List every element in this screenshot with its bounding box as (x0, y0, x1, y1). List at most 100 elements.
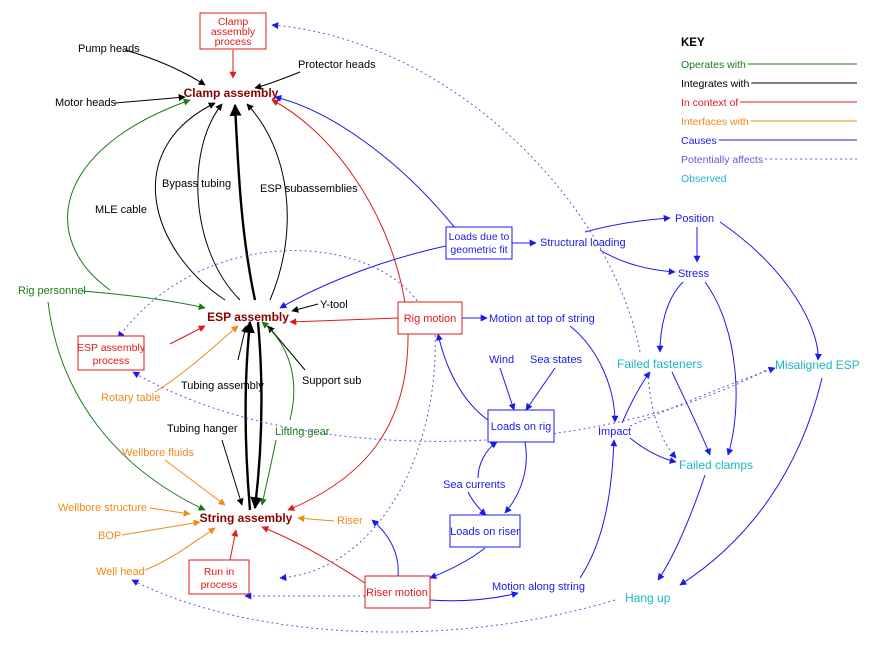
node-pump-heads: Pump heads (78, 43, 140, 55)
edge-hangup-wellhead (131, 579, 616, 633)
edge-ytool (291, 303, 319, 313)
edge-impact-clamps (629, 437, 677, 464)
node-motion-top: Motion at top of string (489, 313, 595, 325)
node-support-sub: Support sub (302, 375, 361, 387)
node-loads-geo-2: geometric fit (450, 244, 507, 256)
edge-loads-geo-clamp (274, 95, 456, 229)
boxes (77, 12, 555, 609)
node-wind: Wind (489, 354, 514, 366)
edge-rig-motion-string (287, 329, 409, 511)
edge-rig-personnel-clamp (67, 98, 191, 291)
edge-pump-heads (124, 49, 206, 86)
node-run-in-2: process (201, 579, 238, 591)
edge-tubing-hanger (221, 439, 244, 506)
node-rig-personnel: Rig personnel (18, 285, 86, 297)
edge-misaligned-hangup (679, 377, 823, 586)
node-wellbore-structure: Wellbore structure (58, 502, 147, 514)
node-run-in-1: Run in (204, 566, 235, 578)
node-stress: Stress (678, 268, 710, 280)
node-motion-along: Motion along string (492, 581, 585, 593)
node-well-head: Well head (96, 566, 145, 578)
edge-well-head (144, 527, 216, 571)
edge-seacur-rig (477, 441, 498, 479)
edge-fasteners-clamps-dotted (647, 371, 677, 459)
edge-bop (121, 519, 201, 536)
edge-impact-misaligned (629, 366, 776, 427)
edge-ridermotion-riser (371, 519, 399, 577)
legend-label: Integrates with (681, 78, 749, 90)
node-position: Position (675, 213, 714, 225)
legend-label: In context of (681, 97, 738, 109)
edge-seacur-riser (467, 491, 487, 516)
node-structural-loading: Structural loading (540, 237, 626, 249)
riser-motion-box (364, 575, 431, 609)
edge-fasteners-clamps (671, 371, 711, 456)
node-loads-on-rig: Loads on rig (491, 421, 552, 433)
edge-stress-clamps (704, 281, 737, 456)
node-motor-heads: Motor heads (55, 97, 117, 109)
edge-rig-personnel-esp (81, 290, 206, 311)
loads-geo-box (445, 226, 513, 260)
edge-rig-personnel-string (47, 301, 206, 511)
edge-ridermotion-along (429, 591, 519, 602)
edge-bypass (197, 103, 241, 301)
edges (47, 22, 823, 633)
edge-riser-motion-string (261, 526, 369, 586)
run-in-box (188, 559, 250, 595)
edge-clamps-hangup (657, 474, 706, 581)
edge-esp-to-string (250, 321, 263, 510)
legend-label: Causes (681, 135, 717, 147)
edge-rig-motion-esp (289, 317, 399, 326)
edge-lifting-gear-esp (261, 321, 295, 421)
edge-top-impact (569, 325, 619, 423)
node-loads-geo-1: Loads due to (449, 231, 510, 243)
edge-rigmotion-espprocess (117, 250, 421, 339)
node-clamp-process-2: assembly (211, 26, 256, 38)
node-clamp-process-3: process (215, 36, 252, 48)
node-y-tool: Y-tool (320, 299, 348, 311)
node-string-assembly: String assembly (200, 511, 293, 525)
legend-title: KEY (681, 37, 705, 49)
legend-label: Operates with (681, 59, 746, 71)
edge-riser-string (297, 515, 335, 523)
node-wellbore-fluids: Wellbore fluids (122, 447, 194, 459)
node-lifting-gear: Lifting gear (275, 426, 330, 438)
edge-lifting-gear-string (259, 439, 277, 506)
edge-protector-heads (254, 71, 301, 90)
node-rotary-table: Rotary table (101, 392, 160, 404)
edge-loads-geo-esp (279, 244, 451, 309)
edge-position-misaligned (719, 221, 822, 361)
node-impact: Impact (598, 426, 631, 438)
edge-rig-riser (504, 441, 527, 514)
edge-esp-to-clamp (229, 103, 257, 301)
edge-rig-motion-clamp (271, 99, 406, 304)
node-tubing-assembly: Tubing assembly (181, 380, 264, 392)
legend-label: Observed (681, 173, 727, 185)
node-bypass-tubing: Bypass tubing (162, 178, 231, 190)
node-esp-subassemblies: ESP subassemblies (260, 183, 358, 195)
node-riser: Riser (337, 515, 363, 527)
node-riser-motion: Riser motion (366, 587, 428, 599)
edge-loads-rig-rigmotion (435, 333, 489, 421)
node-esp-assembly: ESP assembly (207, 310, 289, 324)
node-clamp-process-1: Clamp (218, 16, 249, 28)
legend-label: Interfaces with (681, 116, 749, 128)
node-esp-process-2: process (93, 355, 130, 367)
edge-fasteners-clampprocess (271, 22, 641, 353)
node-rig-motion: Rig motion (404, 313, 457, 325)
edge-stress-fasteners (656, 281, 684, 353)
node-failed-clamps: Failed clamps (679, 458, 753, 472)
loads-riser-box (449, 514, 521, 548)
edge-wellbore-fluids (164, 459, 226, 506)
edge-esp-process (169, 325, 206, 345)
edge-rotary-table (154, 325, 239, 393)
edge-mle-cable (154, 102, 226, 301)
clamp-process-box (199, 12, 267, 50)
labels: Clamp assembly process Clamp assembly Pu… (18, 16, 860, 605)
edge-esp-subassemblies (246, 103, 288, 301)
node-esp-process-1: ESP assembly (77, 342, 146, 354)
